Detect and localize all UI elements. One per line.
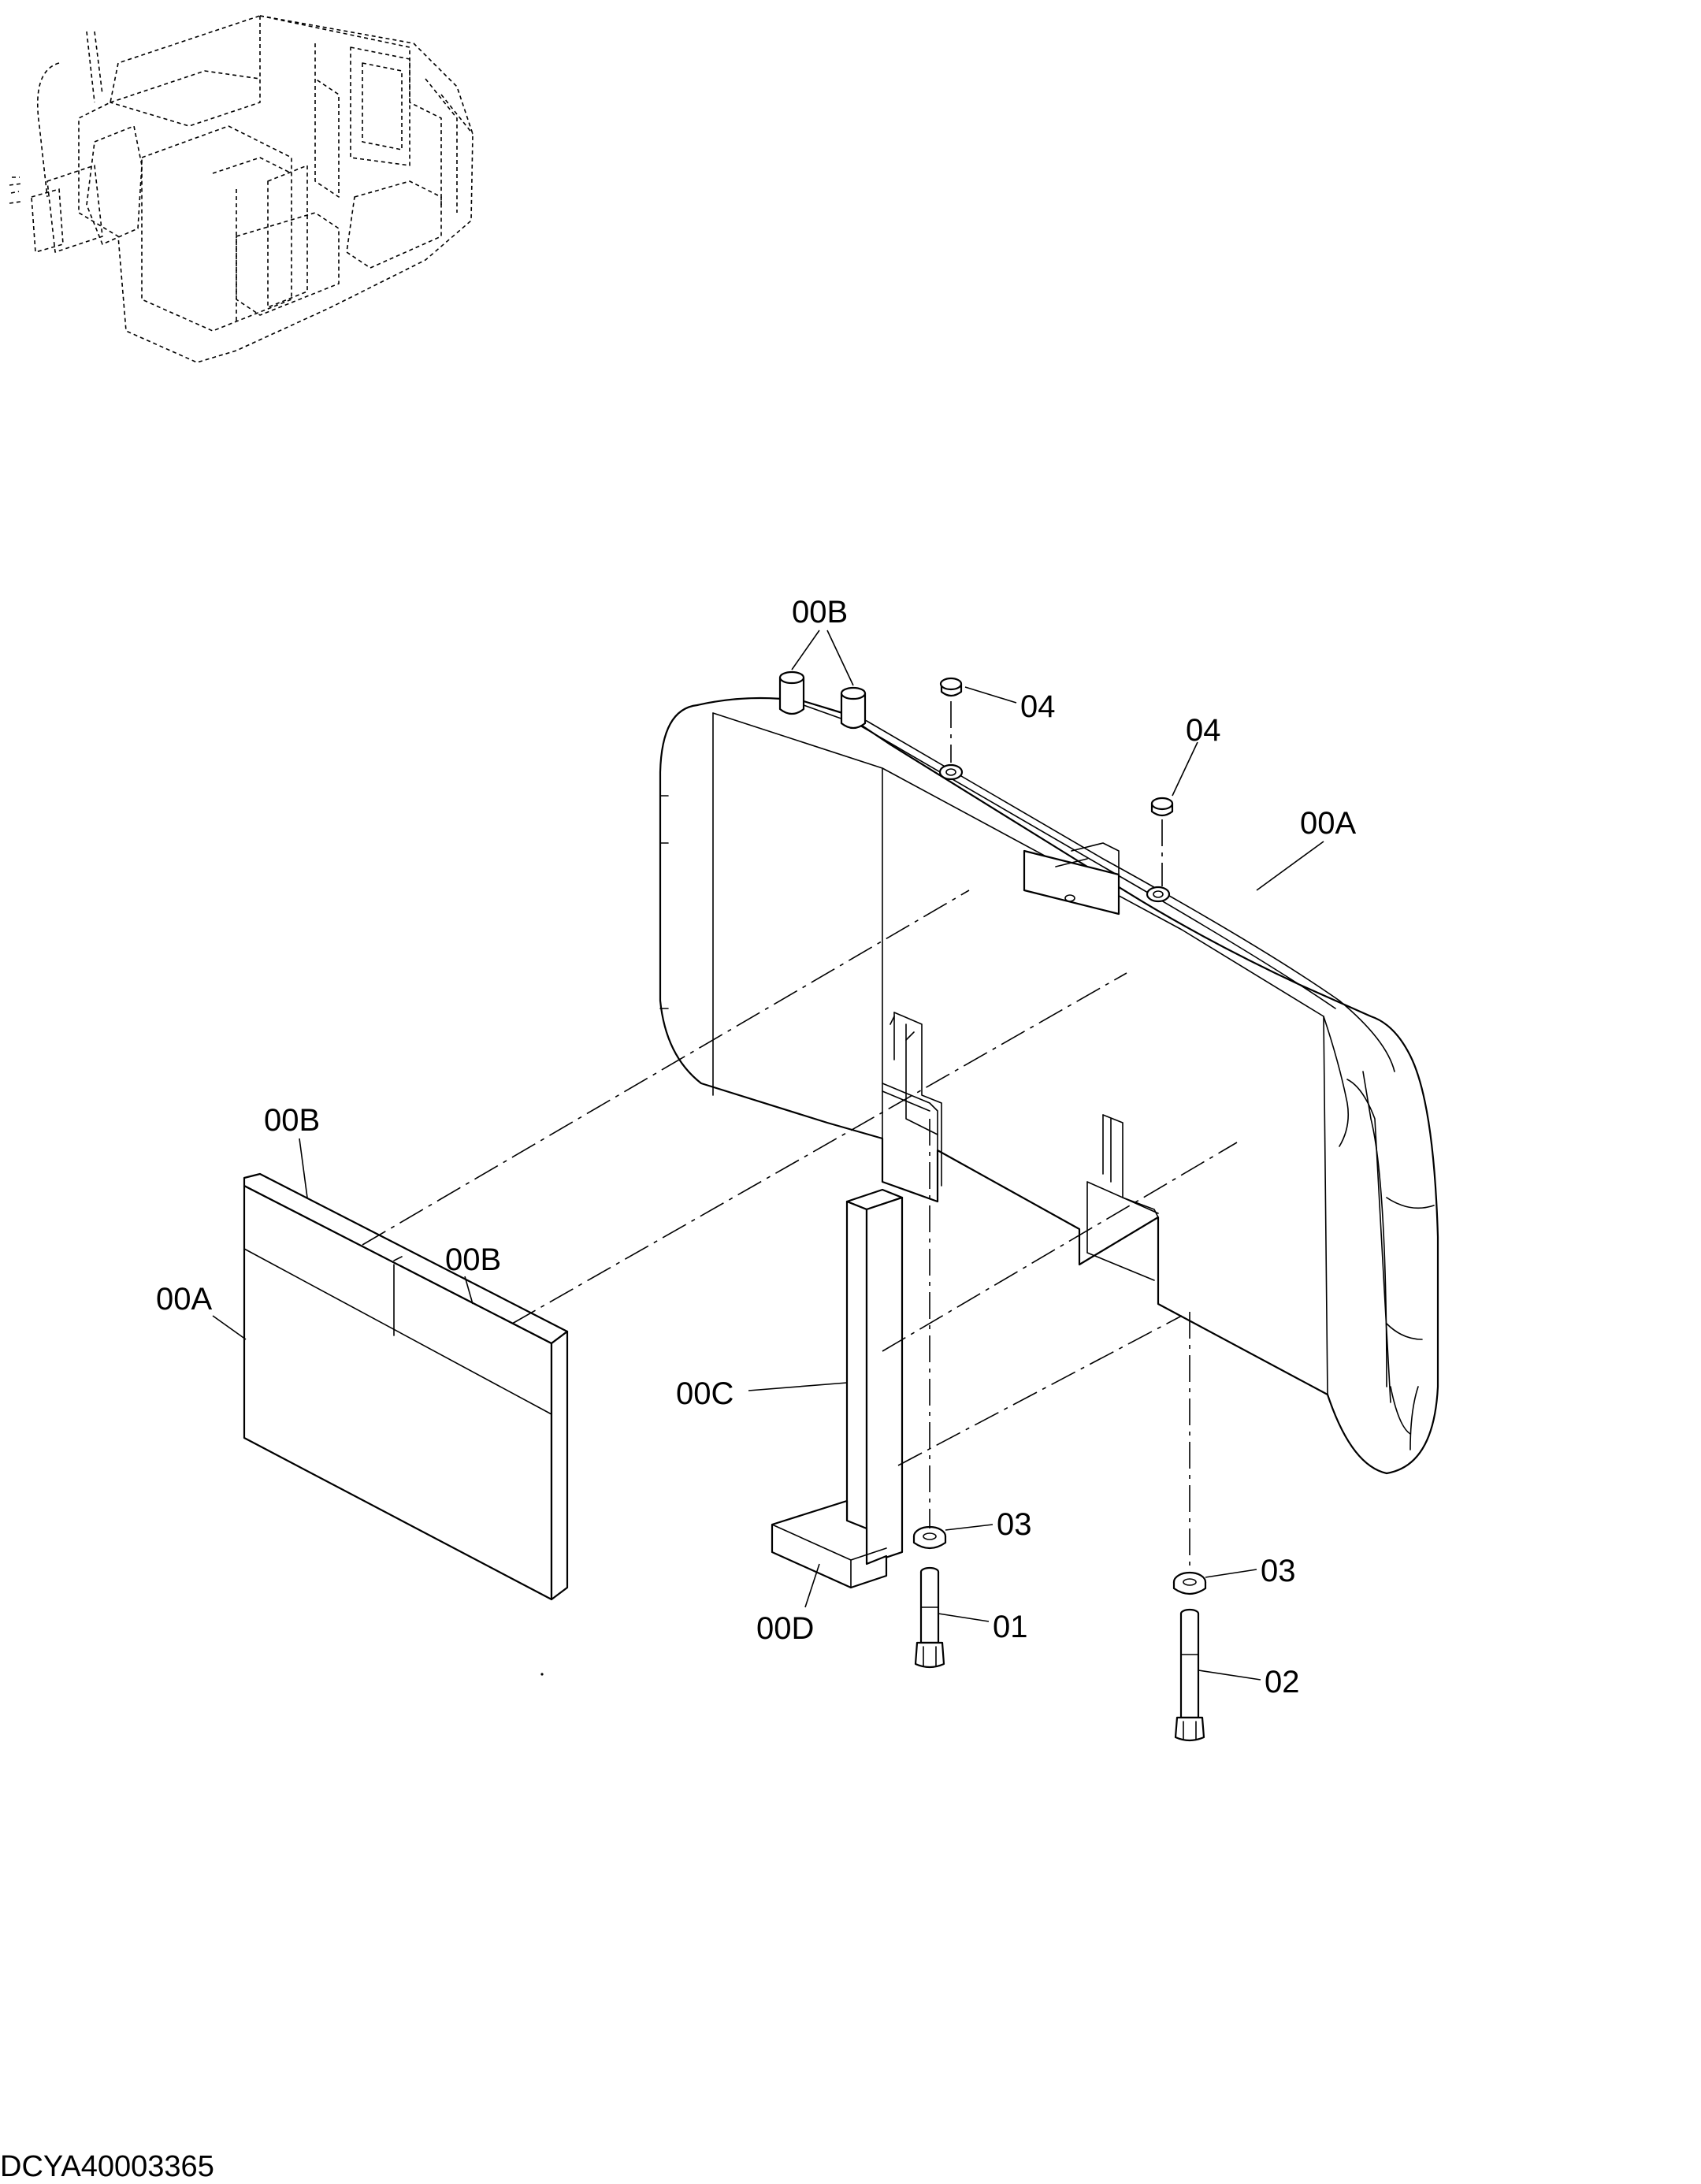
callout-00C: 00C — [676, 1376, 734, 1411]
l-pad-00D — [771, 1499, 888, 1589]
bolt-01 — [914, 1566, 945, 1669]
cap-04-lower — [1150, 797, 1174, 817]
drawing-id: DCYA40003365 — [0, 2150, 214, 2183]
callout-00A-right: 00A — [1300, 806, 1356, 841]
callout-00B-left: 00B — [264, 1103, 320, 1138]
washer-03-right — [1172, 1571, 1207, 1595]
callout-labels: 00B 04 04 00A 00B 00A 00B 00C 03 03 00D … — [156, 595, 1356, 1699]
washer-03-left — [912, 1525, 947, 1550]
callout-03-left: 03 — [997, 1507, 1032, 1542]
rear-cover-panel — [659, 670, 1439, 1475]
callout-00B-top: 00B — [792, 595, 848, 630]
callout-04-lower: 04 — [1186, 713, 1221, 748]
callout-00D: 00D — [756, 1611, 814, 1646]
leader-lines — [212, 630, 1324, 1681]
callout-04-upper: 04 — [1020, 689, 1056, 724]
foam-pad-set — [243, 1172, 569, 1601]
callout-00A-left: 00A — [156, 1282, 212, 1317]
callout-00B-mid: 00B — [445, 1242, 501, 1277]
cap-04-upper — [939, 677, 963, 697]
bolt-02 — [1174, 1608, 1205, 1742]
callout-01: 01 — [993, 1610, 1028, 1644]
cab-key-plan — [9, 15, 474, 363]
assembly-centerlines — [362, 701, 1238, 1572]
callout-02: 02 — [1265, 1665, 1300, 1699]
callout-03-right: 03 — [1261, 1554, 1296, 1588]
l-pad-00C — [845, 1188, 904, 1566]
